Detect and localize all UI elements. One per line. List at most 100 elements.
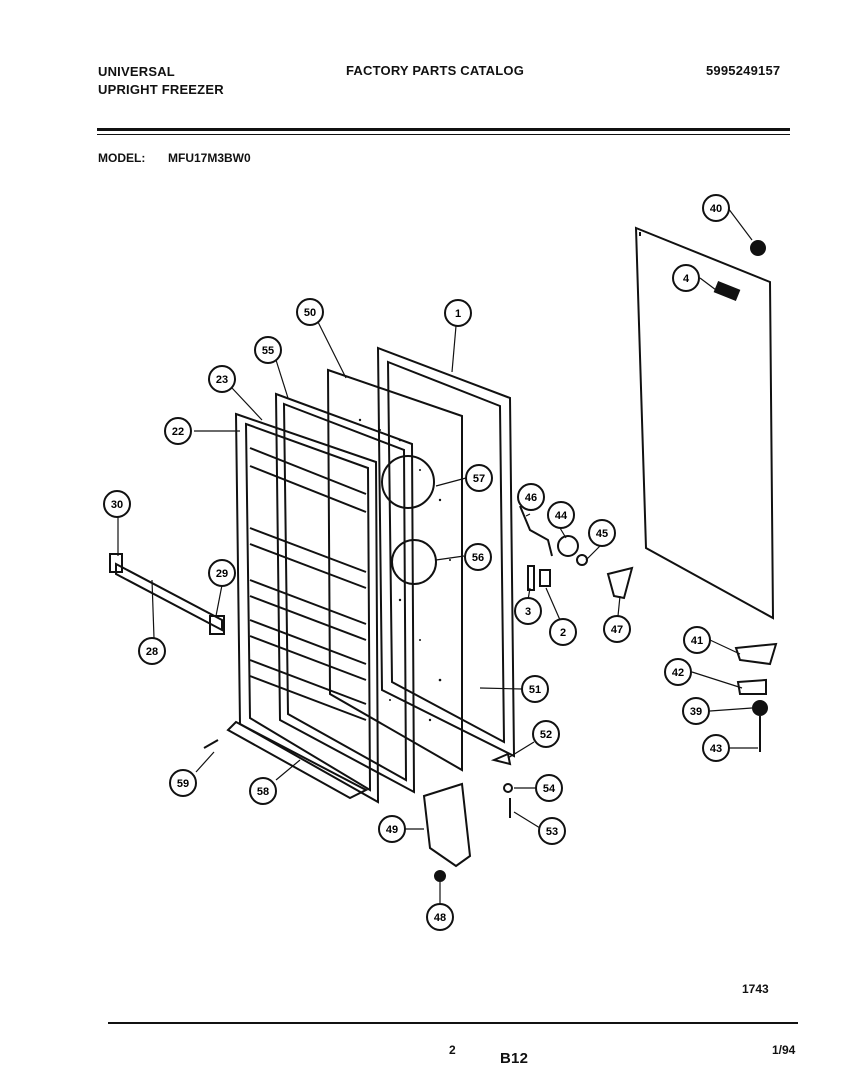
callout-46: 46 xyxy=(517,483,545,511)
callout-41: 41 xyxy=(683,626,711,654)
callout-label: 23 xyxy=(216,374,228,386)
callout-30: 30 xyxy=(103,490,131,518)
callout-label: 48 xyxy=(434,912,446,924)
callout-49: 49 xyxy=(378,815,406,843)
callout-1: 1 xyxy=(444,299,472,327)
callout-label: 39 xyxy=(690,706,702,718)
door-label-part-4 xyxy=(713,280,741,302)
gasket-part-55 xyxy=(274,392,416,794)
callout-57: 57 xyxy=(465,464,493,492)
callout-label: 46 xyxy=(525,492,537,504)
callout-label: 30 xyxy=(111,499,123,511)
callout-47: 47 xyxy=(603,615,631,643)
callout-label: 58 xyxy=(257,786,269,798)
washer-part-54 xyxy=(503,783,513,793)
callout-59: 59 xyxy=(169,769,197,797)
hinge-part-41 xyxy=(734,642,778,666)
washer-part-39 xyxy=(752,700,768,716)
callout-28: 28 xyxy=(138,637,166,665)
callout-55: 55 xyxy=(254,336,282,364)
callout-label: 51 xyxy=(529,684,541,696)
strike-part-2 xyxy=(539,569,551,587)
callout-44: 44 xyxy=(547,501,575,529)
callout-label: 42 xyxy=(672,667,684,679)
callout-label: 28 xyxy=(146,646,158,658)
model-value: MFU17M3BW0 xyxy=(168,151,251,165)
callout-43: 43 xyxy=(702,734,730,762)
date-code: 1/94 xyxy=(772,1043,796,1057)
callout-23: 23 xyxy=(208,365,236,393)
callout-29: 29 xyxy=(208,559,236,587)
callout-label: 3 xyxy=(525,606,531,618)
section-code: B12 xyxy=(500,1050,529,1067)
handle-part-49 xyxy=(422,782,472,868)
callout-label: 22 xyxy=(172,426,184,438)
callout-label: 29 xyxy=(216,568,228,580)
lock-part-44 xyxy=(557,535,579,557)
callout-50: 50 xyxy=(296,298,324,326)
callout-52: 52 xyxy=(532,720,560,748)
callout-label: 4 xyxy=(683,273,690,285)
callout-40: 40 xyxy=(702,194,730,222)
leader-lines xyxy=(117,207,758,904)
drawing-number: 1743 xyxy=(742,982,769,996)
key-part-47 xyxy=(606,566,634,600)
brand-line-1: UNIVERSAL xyxy=(98,64,175,79)
plug-part-48 xyxy=(434,870,446,882)
callout-2: 2 xyxy=(549,618,577,646)
callout-label: 54 xyxy=(543,783,556,795)
strike-part-3 xyxy=(527,565,535,591)
hinge-part-42 xyxy=(736,678,767,695)
brand-line-2: UPRIGHT FREEZER xyxy=(98,82,224,97)
callout-48: 48 xyxy=(426,903,454,931)
callout-label: 56 xyxy=(472,552,484,564)
callout-22: 22 xyxy=(164,417,192,445)
outer-door-panel xyxy=(634,226,775,620)
callout-label: 55 xyxy=(262,345,274,357)
callout-label: 2 xyxy=(560,627,566,639)
lock-nut-part-45 xyxy=(576,554,588,566)
clip-part-52 xyxy=(490,752,512,766)
callout-39: 39 xyxy=(682,697,710,725)
callout-label: 44 xyxy=(555,510,568,522)
callout-label: 49 xyxy=(386,824,398,836)
callout-51: 51 xyxy=(521,675,549,703)
callout-label: 45 xyxy=(596,528,608,540)
callout-4: 4 xyxy=(672,264,700,292)
callout-label: 59 xyxy=(177,778,189,790)
detail-circle-56 xyxy=(391,539,437,585)
callout-label: 53 xyxy=(546,826,558,838)
bushing-part-40 xyxy=(750,240,766,256)
header-rule-thick xyxy=(97,128,790,131)
header-rule-thin xyxy=(97,134,790,135)
footer-rule xyxy=(108,1022,798,1024)
callout-label: 1 xyxy=(455,308,461,320)
bracket-part-30 xyxy=(109,553,123,573)
callout-label: 40 xyxy=(710,203,722,215)
catalog-number: 5995249157 xyxy=(706,63,781,78)
bottom-trim-part-58 xyxy=(226,720,369,800)
insulation-texture xyxy=(358,418,451,722)
callout-label: 41 xyxy=(691,635,703,647)
inner-liner-part-22 xyxy=(234,412,380,804)
page-number: 2 xyxy=(449,1043,456,1057)
callout-label: 57 xyxy=(473,473,485,485)
callout-58: 58 xyxy=(249,777,277,805)
callout-53: 53 xyxy=(538,817,566,845)
callout-54: 54 xyxy=(535,774,563,802)
shelf-rail-part-28 xyxy=(115,562,223,632)
callout-56: 56 xyxy=(464,543,492,571)
callout-label: 43 xyxy=(710,743,722,755)
screw-part-59 xyxy=(203,739,219,749)
bracket-part-29 xyxy=(209,615,225,635)
callout-45: 45 xyxy=(588,519,616,547)
callout-label: 52 xyxy=(540,729,552,741)
callout-42: 42 xyxy=(664,658,692,686)
lock-rod-part-46 xyxy=(519,505,553,557)
catalog-title: FACTORY PARTS CATALOG xyxy=(346,63,525,78)
door-frame-part-1 xyxy=(376,346,516,758)
callout-label: 50 xyxy=(304,307,316,319)
callout-label: 47 xyxy=(611,624,623,636)
model-label: MODEL: xyxy=(98,151,146,165)
insulation-panel-part-50 xyxy=(326,368,463,772)
